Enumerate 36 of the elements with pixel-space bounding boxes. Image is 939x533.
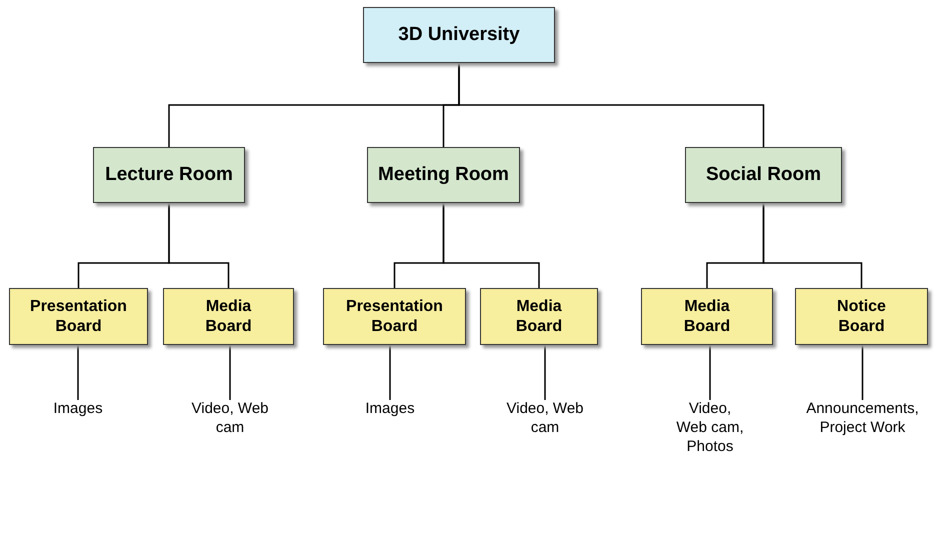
board-box [641, 288, 773, 345]
connector-line [168, 203, 230, 288]
box-label: Notice Board [836, 296, 887, 336]
box-label: Social Room [706, 163, 822, 187]
leaf-text: Video, Web cam [506, 400, 584, 438]
box-label: 3D University [398, 23, 520, 47]
board-box [480, 288, 598, 345]
box-label: Presentation Board [345, 296, 444, 336]
box-label: Media Board [682, 296, 732, 336]
connector-line [389, 345, 391, 400]
box-label: Lecture Room [105, 163, 233, 187]
leaf-text: Images [365, 400, 415, 419]
box-label: Media Board [204, 296, 253, 336]
connector-line [77, 345, 79, 400]
board-box [323, 288, 466, 345]
connector-line [544, 345, 546, 400]
connector-line [862, 345, 864, 400]
board-box [9, 288, 148, 345]
box-label: Meeting Room [378, 163, 509, 187]
leaf-text: Images [53, 400, 103, 419]
connector-line [442, 203, 540, 288]
leaf-text: Video, Web cam [190, 400, 270, 438]
board-box [163, 288, 294, 345]
leaf-text: Announcements, Project Work [805, 400, 920, 438]
box-label: Media Board [514, 296, 564, 336]
connector-line [229, 345, 231, 400]
board-box [795, 288, 928, 345]
room-box [367, 147, 520, 203]
connector-line [458, 63, 764, 147]
box-label: Presentation Board [29, 296, 128, 336]
leaf-text: Video, Web cam, Photos [675, 400, 745, 456]
connector-line [762, 203, 862, 288]
room-box [93, 147, 245, 203]
room-box [685, 147, 842, 203]
connector-line [709, 345, 711, 400]
root-box [363, 7, 555, 63]
